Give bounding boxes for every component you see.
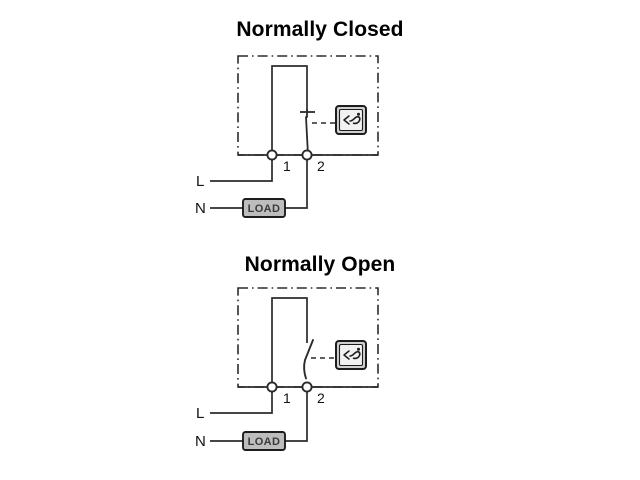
- no-neutral-label: N: [195, 433, 206, 450]
- no-terminal-node-2: [301, 381, 313, 393]
- no-switch-blade: [303, 339, 314, 380]
- no-load-block: [242, 431, 286, 451]
- title-normally-open: Normally Open: [244, 253, 396, 276]
- nc-load-block: [242, 198, 286, 218]
- nc-line-label: L: [196, 173, 204, 190]
- no-terminal-label-2: 2: [317, 390, 325, 406]
- nc-proximity-sensor-icon: [343, 112, 361, 125]
- no-neutral-conductor-out: [285, 392, 308, 442]
- no-load-label: LOAD: [248, 436, 281, 448]
- nc-circuit-group: 1 2 L N LOAD: [195, 55, 379, 218]
- nc-load-label: LOAD: [248, 203, 281, 215]
- no-line-conductor: [210, 392, 273, 414]
- no-line-label: L: [196, 405, 204, 422]
- nc-terminal-node-1: [266, 149, 278, 161]
- no-terminal-label-1: 1: [283, 390, 291, 406]
- nc-internal-coil-loop: [271, 65, 308, 155]
- nc-neutral-conductor-out: [285, 160, 308, 209]
- no-internal-coil-loop: [271, 297, 308, 387]
- no-proximity-sensor-icon: [343, 347, 361, 360]
- nc-terminal-label-2: 2: [317, 158, 325, 174]
- nc-neutral-label: N: [195, 200, 206, 217]
- no-circuit-group: 1 2 L N LOAD: [195, 287, 379, 451]
- no-terminal-node-1: [266, 381, 278, 393]
- nc-line-conductor: [210, 160, 273, 182]
- nc-terminal-label-1: 1: [283, 158, 291, 174]
- nc-terminal-node-2: [301, 149, 313, 161]
- title-normally-closed: Normally Closed: [236, 18, 404, 41]
